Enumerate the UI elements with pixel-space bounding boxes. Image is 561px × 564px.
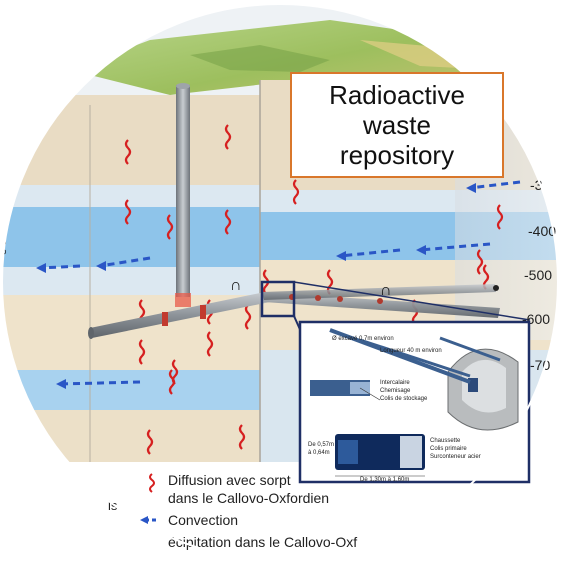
red-squiggle-icon	[149, 473, 155, 493]
diffusion-squiggle	[496, 204, 504, 230]
inset-label-spacer: Intercalaire	[380, 380, 410, 386]
diffusion-squiggle	[146, 429, 154, 455]
inset-label-excavation: Ø excavé 0,7m environ	[332, 336, 394, 342]
diffusion-squiggle	[166, 214, 174, 240]
inset-label-overpack: Colis primaire	[430, 446, 467, 452]
title-box: Radioactive waste repository	[290, 72, 504, 178]
convection-arrow	[99, 256, 151, 268]
inset-label-liner: Chemisage	[380, 388, 411, 394]
convection-arrow	[469, 180, 521, 190]
inset-label-cap: Chaussette	[430, 438, 461, 444]
diffusion-squiggle	[224, 124, 232, 150]
diffusion-squiggle	[476, 249, 484, 275]
diffusion-squiggle	[224, 209, 232, 235]
legend-item-label: Diffusion avec sorpt	[168, 472, 291, 488]
inset-label-diam-outer: De 0,57m	[308, 442, 334, 448]
diffusion-squiggle	[244, 304, 252, 330]
inset-label-canister-length: De 1,30m à 1,60m	[360, 477, 409, 483]
diffusion-squiggle	[292, 179, 300, 205]
diffusion-squiggle	[238, 424, 246, 450]
depth-label: -70	[530, 357, 550, 373]
front-block	[2, 95, 260, 470]
left-edge-label: é é	[0, 240, 9, 255]
convection-arrow	[339, 248, 401, 258]
diffusion-squiggle	[124, 199, 132, 225]
zoom-focus-box	[260, 280, 296, 318]
diagram-title: Radioactive waste repository	[329, 80, 465, 170]
depth-label: -500	[524, 267, 552, 283]
diffusion-squiggle	[206, 331, 214, 357]
diffusion-squiggle	[138, 339, 146, 365]
depth-label: -400	[528, 223, 556, 239]
tunnel-network: ∩ ∩	[88, 277, 500, 339]
legend-item-label: dans le Callovo-Oxfordien	[168, 490, 329, 506]
access-shaft	[176, 85, 190, 297]
svg-text:∩: ∩	[380, 282, 392, 299]
legend-item-label: Convection	[168, 512, 238, 528]
diffusion-squiggle	[168, 369, 176, 395]
svg-text:∩: ∩	[230, 277, 242, 294]
legend: ls Diffusion avec sorpt dans le Callovo-…	[108, 472, 357, 550]
legend-item-label: écipitation dans le Callovo-Oxf	[168, 534, 357, 550]
inset-label-steel: Surconteneur acier	[430, 454, 481, 460]
convection-arrow	[59, 380, 141, 386]
inset-label-length: Longueur 40 m environ	[380, 348, 442, 354]
inset-label-diam-inner: à 0,64m	[308, 450, 330, 456]
inset-detail: Ø excavé 0,7m environ Longueur 40 m envi…	[298, 320, 531, 484]
legend-side-label: ls	[108, 498, 118, 513]
inset-label-canister: Colis de stockage	[380, 396, 428, 402]
convection-arrow	[39, 264, 81, 270]
diffusion-squiggle	[124, 139, 132, 165]
